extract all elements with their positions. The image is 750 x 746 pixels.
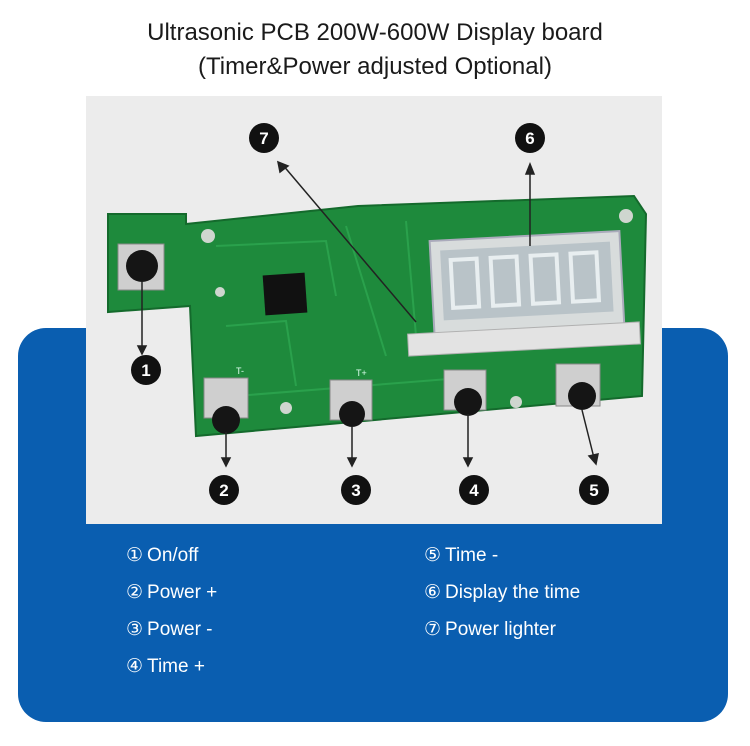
callout-7: 7 xyxy=(249,123,279,153)
legend-label: Display the time xyxy=(445,582,581,603)
callout-arrows xyxy=(136,160,599,468)
silk-t-minus: T- xyxy=(236,366,244,376)
callout-2: 2 xyxy=(209,475,239,505)
svg-text:6: 6 xyxy=(525,129,534,148)
legend-num: ③ xyxy=(126,619,144,640)
legend-label: Power lighter xyxy=(445,619,556,640)
svg-text:3: 3 xyxy=(351,481,360,500)
display-digits xyxy=(448,250,602,310)
legend-num: ⑤ xyxy=(424,545,442,566)
silk-t-plus: T+ xyxy=(356,368,367,378)
legend-num: ⑥ xyxy=(424,582,442,603)
title-line-1: Ultrasonic PCB 200W-600W Display board xyxy=(147,19,603,46)
callout-3: 3 xyxy=(341,475,371,505)
power-light-bar xyxy=(407,321,641,357)
svg-text:5: 5 xyxy=(589,481,598,500)
title-line-2: (Timer&Power adjusted Optional) xyxy=(198,53,552,80)
legend-label: Time + xyxy=(147,656,205,677)
switch-2: T- xyxy=(203,366,249,434)
callout-5: 5 xyxy=(579,475,609,505)
legend-num: ② xyxy=(126,582,144,603)
switch-4 xyxy=(443,369,487,416)
pcb-photo: T- T+ 1 xyxy=(86,96,662,524)
legend-label: Time - xyxy=(445,545,499,566)
legend-num: ④ xyxy=(126,656,144,677)
switch-3: T+ xyxy=(329,368,373,427)
legend-label: Power + xyxy=(147,582,218,603)
svg-text:1: 1 xyxy=(141,361,150,380)
callout-1: 1 xyxy=(131,355,161,385)
callout-6: 6 xyxy=(515,123,545,153)
legend-label: Power - xyxy=(147,619,213,640)
microcontroller-chip xyxy=(262,272,308,316)
legend-num: ① xyxy=(126,545,144,566)
switch-1 xyxy=(117,243,165,291)
legend-label: On/off xyxy=(147,545,199,566)
svg-text:4: 4 xyxy=(469,481,479,500)
callout-4: 4 xyxy=(459,475,489,505)
svg-text:2: 2 xyxy=(219,481,228,500)
pcb-pads xyxy=(201,209,633,414)
legend-num: ⑦ xyxy=(424,619,442,640)
switch-5 xyxy=(555,363,601,410)
svg-text:7: 7 xyxy=(259,129,268,148)
pcb-illustration: T- T+ 1 xyxy=(107,123,648,505)
